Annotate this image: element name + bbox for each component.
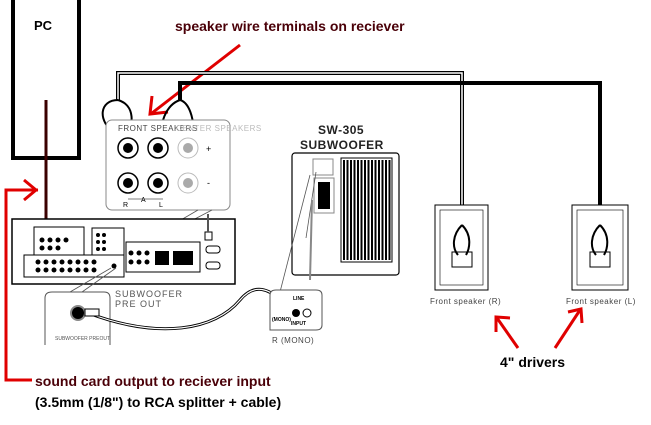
r-mono-label: R (MONO) (272, 336, 314, 345)
subwoofer-input-callout: LINE (MONO) INPUT (269, 289, 323, 331)
a-label: A (141, 197, 146, 204)
input-label: INPUT (291, 321, 306, 327)
input-l-jack (302, 308, 312, 318)
input-r-jack (292, 309, 300, 317)
subwoofer-model: SW-305 (318, 123, 364, 137)
subwoofer-panel (291, 152, 400, 276)
vent-slat (381, 160, 384, 260)
vent-slat (350, 160, 352, 260)
vent-slat (364, 160, 366, 260)
vent-slat (374, 160, 377, 260)
speaker-wire-right (116, 71, 464, 225)
plus-label: + (206, 144, 211, 154)
vent-slat (360, 160, 363, 260)
vent-slat (371, 160, 373, 260)
speaker-wire-left (178, 81, 602, 225)
center-speakers-label: CENTER SPEAKERS (176, 124, 262, 133)
front-speaker-l-label: Front speaker (L) (566, 297, 636, 306)
subwoofer-preout-callout: SUBWOOFER PREOUT (44, 291, 111, 345)
receiver (11, 214, 236, 285)
vent-slat (385, 160, 387, 260)
soundcard-annotation: sound card output to reciever input (35, 373, 271, 389)
terminal-wires (101, 99, 195, 184)
l-label: L (159, 202, 163, 209)
vent-slat (357, 160, 359, 260)
sub-preout-label: SUBWOOFER (115, 289, 183, 299)
vent-slat (378, 160, 380, 260)
front-speaker-r-label: Front speaker (R) (430, 297, 501, 306)
input-mono-label: (MONO) (272, 317, 291, 323)
front-speakers-label: FRONT SPEAKERS (118, 124, 198, 133)
rca-plug (84, 308, 100, 317)
vent-slat (353, 160, 356, 260)
preout-small-label: SUBWOOFER PREOUT (55, 336, 110, 342)
pc-label: PC (34, 18, 53, 33)
soundcard-arrow (4, 178, 39, 382)
vent-slat (388, 160, 391, 260)
vent-slat (346, 160, 349, 260)
speaker-terminal-panel: FRONT SPEAKERS CENTER SPEAKERS + - R A L (105, 119, 262, 211)
vent-slat (343, 160, 345, 260)
vent-slat (367, 160, 370, 260)
drivers-arrows (494, 307, 584, 349)
soundcard-annotation-2: (3.5mm (1/8") to RCA splitter + cable) (35, 394, 281, 410)
terminals-arrow (148, 43, 241, 116)
front-speaker-right: Front speaker (R) (430, 204, 501, 306)
front-speaker-left: Front speaker (L) (566, 204, 636, 306)
r-label: R (123, 202, 128, 209)
drivers-annotation: 4" drivers (500, 354, 565, 370)
input-line-label: LINE (293, 296, 305, 302)
subwoofer-title: SUBWOOFER (300, 138, 384, 152)
subwoofer-vents (340, 157, 393, 263)
sub-preout-label-2: PRE OUT (115, 299, 162, 309)
minus-label: - (207, 178, 210, 188)
terminals-annotation: speaker wire terminals on reciever (175, 18, 405, 34)
